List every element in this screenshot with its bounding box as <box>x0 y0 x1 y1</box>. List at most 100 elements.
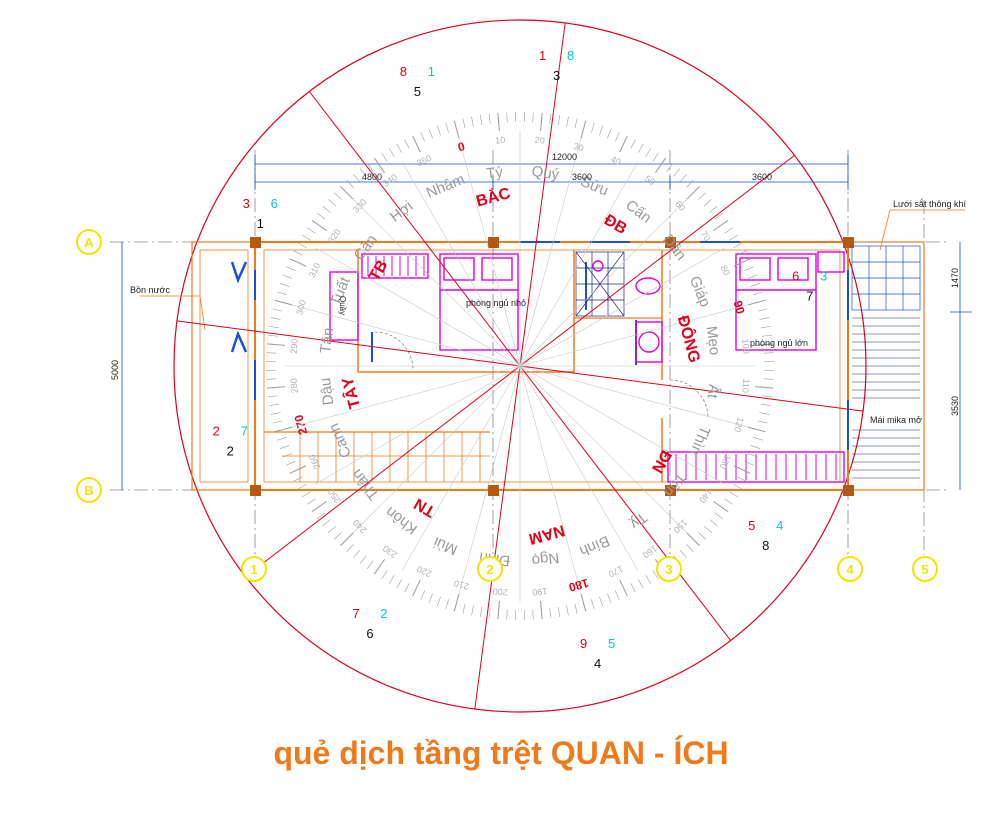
compass-tick <box>599 596 603 607</box>
compass-tick <box>277 291 287 295</box>
compass-degree-label: 80 <box>719 264 732 277</box>
compass-tick <box>437 125 441 136</box>
compass-direction-label: TB <box>366 257 391 284</box>
compass-direction-label: TÂY <box>337 375 364 411</box>
sector-number-red: 6 <box>792 268 799 283</box>
compass-tick <box>279 445 290 449</box>
compass-tick <box>267 395 278 398</box>
compass-tick <box>747 274 758 279</box>
compass-tick <box>580 593 587 612</box>
compass-mountain-line <box>519 365 688 534</box>
compass-tick <box>532 112 534 123</box>
compass-tick <box>713 500 729 513</box>
compass-tick <box>286 461 296 466</box>
compass-tick <box>755 386 774 389</box>
compass-tick <box>396 579 402 589</box>
diagram-title: quẻ dịch tầng trệt QUAN - ÍCH <box>273 735 729 771</box>
compass-mountain-label: Mẹo <box>703 325 724 356</box>
compass-tick <box>566 605 569 616</box>
compass-mountain-label: Bính <box>577 532 612 560</box>
compass-tick <box>615 590 620 600</box>
compass-mountain-label: Dần <box>659 231 689 263</box>
compass-tick <box>591 599 595 609</box>
compass-tick <box>652 152 659 162</box>
label-quay: Quầy <box>338 296 347 315</box>
label-luoi-sat: Lưới sắt thông khí <box>893 199 966 209</box>
compass-tick <box>428 128 433 139</box>
compass-tick <box>289 258 307 267</box>
compass-tick <box>652 570 659 580</box>
compass-tick <box>445 123 449 133</box>
compass-tick <box>471 116 474 127</box>
compass-degree-label: 220 <box>415 564 433 579</box>
compass-mountain-label: Nhâm <box>424 171 467 202</box>
compass-mountain-line <box>519 365 725 485</box>
floor-plan <box>110 150 972 555</box>
compass-tick <box>412 579 421 597</box>
compass-tick <box>266 386 285 389</box>
sector-number-cyan: 5 <box>608 636 615 651</box>
sector-number-black: 3 <box>553 68 560 83</box>
compass-mountain-label: Hợi <box>387 198 416 226</box>
compass-tick <box>316 212 326 220</box>
compass-tick <box>322 205 331 213</box>
compass-tick <box>471 605 474 616</box>
dim-seg1: 4800 <box>362 172 382 182</box>
compass-sector-line <box>519 365 864 412</box>
grid-bubble-col-2: 2 <box>477 556 503 582</box>
compass-tick <box>762 334 773 337</box>
compass-tick <box>445 599 449 609</box>
compass-tick <box>328 525 337 533</box>
dim-seg3: 3600 <box>752 172 772 182</box>
sector-number-black: 7 <box>806 288 813 303</box>
compass-degree-label: 190 <box>532 586 548 597</box>
compass-degree-label: 340 <box>381 172 399 189</box>
compass-tick <box>591 123 595 133</box>
compass-tick <box>270 412 281 415</box>
compass-tick <box>733 258 751 267</box>
compass-mountain-line <box>519 198 688 367</box>
compass-sector-line <box>308 91 521 367</box>
compass-tick <box>340 532 354 546</box>
compass-mountain-line <box>291 304 521 367</box>
compass-tick <box>540 112 543 131</box>
compass-tick <box>698 192 706 200</box>
compass-degree-label: 160 <box>641 543 659 560</box>
compass-mountain-label: Tỵ <box>626 509 650 533</box>
compass-tick <box>269 325 280 329</box>
compass-tick <box>373 559 386 575</box>
compass-tick <box>404 139 410 149</box>
compass-tick <box>619 135 628 153</box>
label-bon-nuoc: Bồn nước <box>130 285 170 295</box>
compass-mountain-line <box>519 365 582 595</box>
compass-tick <box>282 453 293 458</box>
compass-tick <box>297 242 307 248</box>
compass-mountain-label: Mùi <box>431 533 460 558</box>
compass-tick <box>566 116 569 127</box>
compass-tick <box>574 603 578 614</box>
compass-tick <box>359 555 367 564</box>
compass-mountain-line <box>352 198 521 367</box>
compass-sector-line <box>519 365 732 641</box>
compass-mountain-label: Ngọ <box>531 549 561 569</box>
sector-number-black: 8 <box>762 538 769 553</box>
compass-tick <box>703 525 712 533</box>
compass-direction-label: TN <box>411 494 438 519</box>
svg-text:A: A <box>84 235 94 250</box>
compass-degree-label: 310 <box>307 261 322 279</box>
compass-tick <box>267 334 278 337</box>
compass-tick <box>506 112 508 123</box>
compass-mountain-line <box>458 137 521 367</box>
compass-tick <box>396 143 402 153</box>
svg-text:4: 4 <box>846 562 854 577</box>
compass-tick <box>737 476 747 482</box>
sector-number-red: 7 <box>352 606 359 621</box>
compass-degree-label: 110 <box>740 378 751 393</box>
sector-number-cyan: 3 <box>820 268 827 283</box>
compass-sector-line <box>474 365 521 710</box>
compass-tick <box>479 115 483 126</box>
compass-tick <box>728 234 738 241</box>
compass-tick <box>322 519 331 527</box>
compass-tick <box>763 352 774 354</box>
